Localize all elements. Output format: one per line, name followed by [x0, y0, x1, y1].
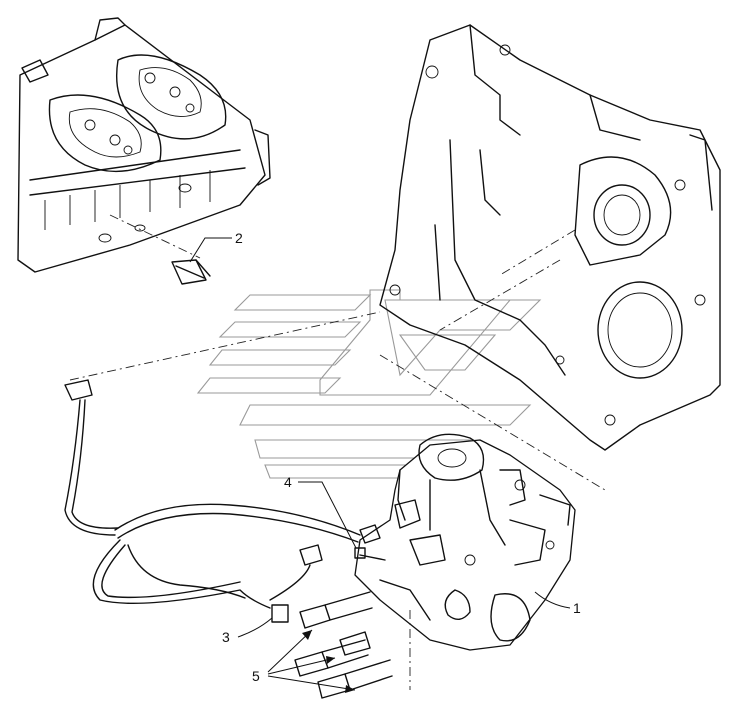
callout-4: 4 — [284, 474, 357, 549]
callout-3: 3 — [222, 617, 273, 645]
cylinder-head-drawing — [17, 17, 271, 273]
callout-1: 1 — [534, 591, 581, 616]
injection-pump-drawing — [354, 433, 576, 651]
sensor-drawing — [171, 259, 211, 285]
callout-label-2: 2 — [235, 230, 243, 246]
callout-2: 2 — [189, 230, 243, 263]
alignment-lines — [69, 214, 606, 690]
callout-label-3: 3 — [222, 629, 230, 645]
gear-housing-drawing — [379, 24, 721, 451]
callout-5: 5 — [252, 629, 356, 693]
fittings-drawing — [294, 591, 393, 699]
callout-label-5: 5 — [252, 668, 260, 684]
callout-label-4: 4 — [284, 474, 292, 490]
callout-label-1: 1 — [573, 600, 581, 616]
wiring-harness-drawing — [64, 379, 381, 623]
